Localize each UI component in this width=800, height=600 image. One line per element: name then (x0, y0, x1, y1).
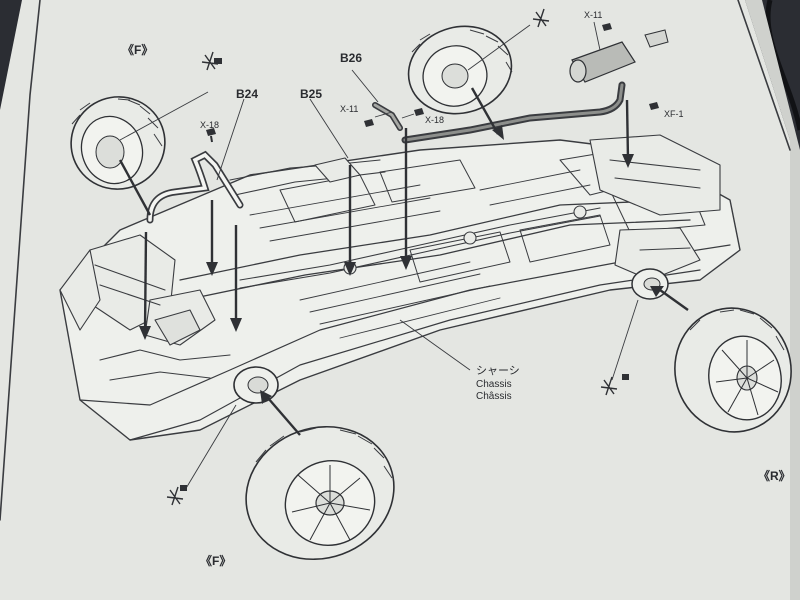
screw-icon (649, 102, 659, 110)
screw-label-xf1: XF-1 (664, 109, 684, 119)
leader-lines (119, 21, 639, 491)
muffler (569, 29, 669, 83)
screw-label-x11-left: X-11 (340, 104, 358, 114)
wheel-rear-top (407, 25, 513, 115)
wheel-label-front-top: 《F》 (122, 42, 153, 57)
part-b24-pipe (146, 150, 244, 224)
screw-icon (206, 128, 216, 143)
star-washer-icon (166, 485, 187, 506)
page-frame-left (0, 0, 41, 521)
wheel-label-rear: 《R》 (758, 468, 791, 483)
chassis-label-jp: シャーシ (476, 364, 520, 377)
wheel-label-front-bottom: 《F》 (200, 553, 231, 568)
wheel-front-bottom (245, 425, 395, 561)
screw-icon (602, 23, 612, 31)
chassis (59, 134, 741, 441)
chassis-label-en: Chassis (476, 379, 512, 390)
wheel-front-top (70, 96, 166, 190)
star-washer-icon (600, 374, 629, 396)
part-b26-pipe (372, 102, 403, 131)
part-label-b24: B24 (236, 87, 258, 101)
assembly-arrows (118, 87, 689, 436)
chassis-label-fr: Châssis (476, 391, 512, 402)
page-frame-right (737, 0, 791, 151)
screw-icon (414, 108, 424, 116)
exhaust-pipe (401, 81, 626, 144)
wheel-rear-right (674, 307, 792, 433)
screw-label-x18-left: X-18 (200, 120, 219, 130)
star-washer-icon (532, 8, 550, 28)
paper-edge-shadow (745, 0, 800, 600)
part-label-b25: B25 (300, 87, 322, 101)
screw-label-x18-mid: X-18 (425, 115, 444, 125)
part-label-b26: B26 (340, 51, 362, 65)
screw-label-x11-top: X-11 (584, 10, 602, 20)
star-washer-icon (201, 51, 222, 71)
screw-icon (364, 119, 374, 127)
